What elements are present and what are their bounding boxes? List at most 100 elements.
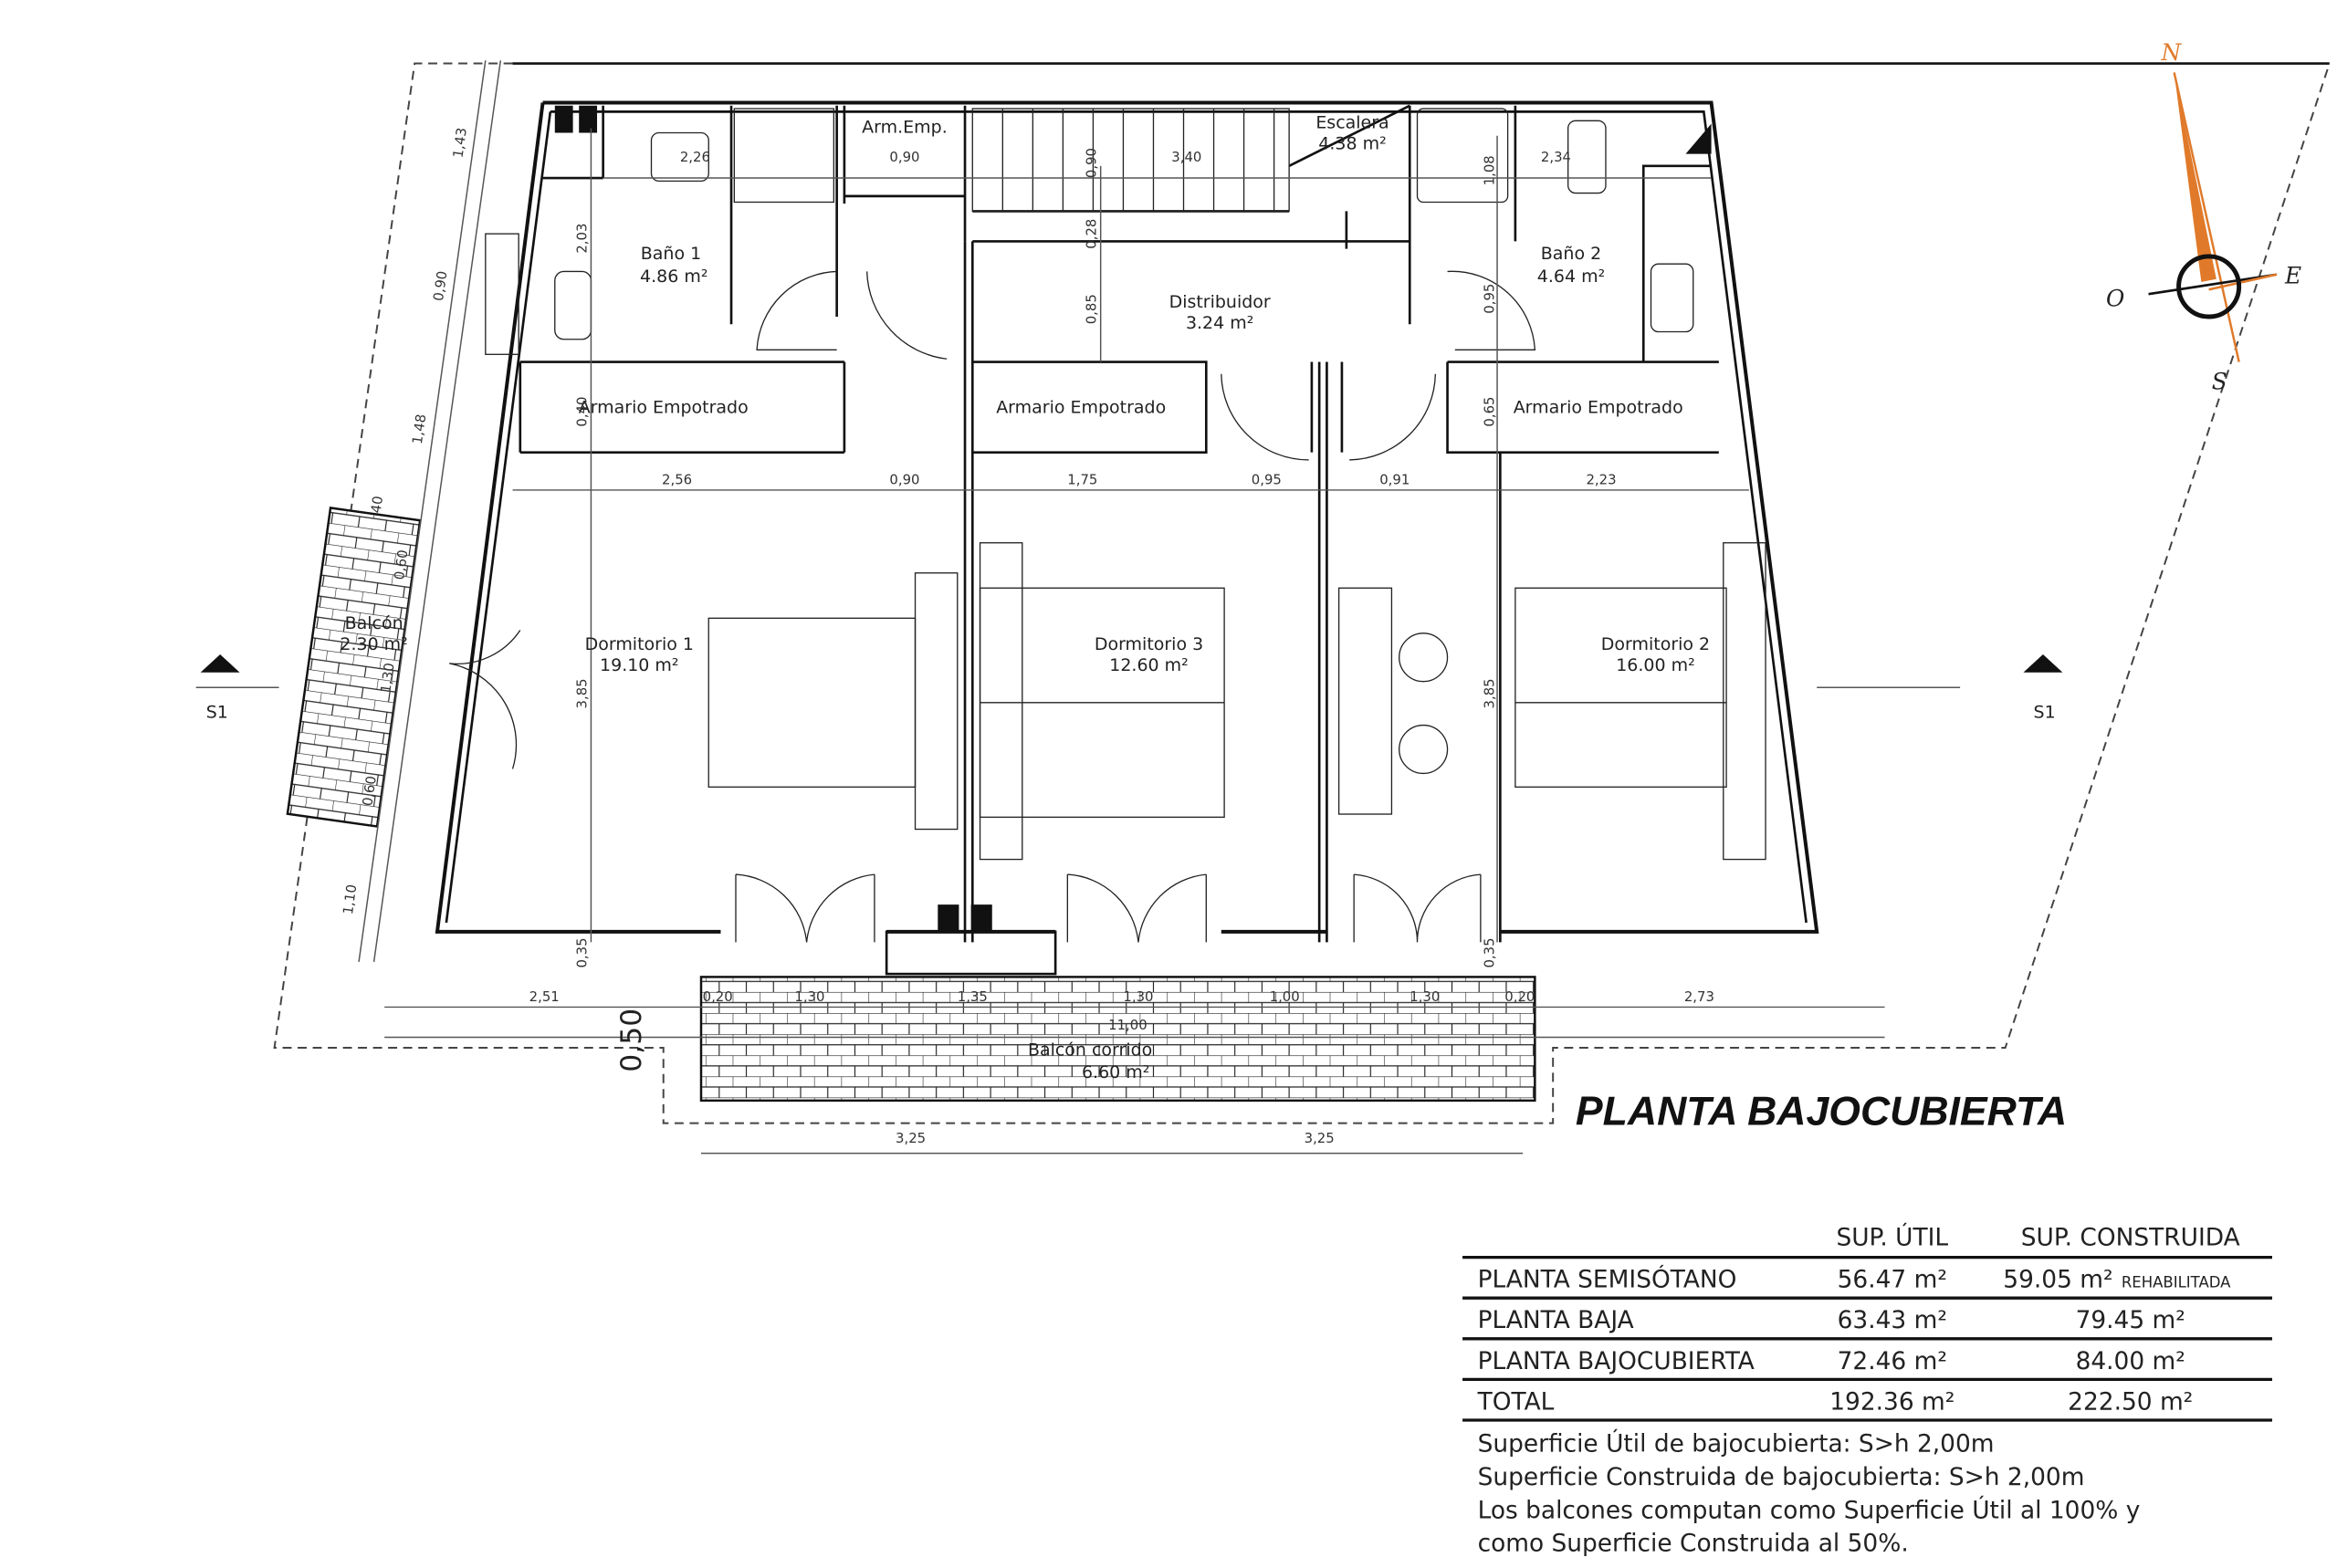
dim-label: 0,90	[1084, 148, 1100, 178]
dim-label: 2,56	[662, 471, 692, 487]
dim-label: 0,28	[1084, 219, 1100, 249]
table-header: SUP. CONSTRUIDA	[2021, 1223, 2240, 1251]
bedroom-furniture	[707, 542, 1766, 861]
row-construida: 59.05 m²	[2003, 1266, 2112, 1294]
dim-label: 2,23	[1586, 471, 1616, 487]
property-boundary	[273, 62, 2331, 1124]
dim-label: 0,95	[1252, 471, 1282, 487]
dim-label: 0,95	[1482, 284, 1498, 314]
side-balcony-paving	[286, 507, 422, 828]
room-area: 2.30 m²	[340, 634, 407, 654]
room-name: Armario Empotrado	[579, 398, 749, 418]
balcony-corrido-paving	[699, 976, 1536, 1103]
compass-n: N	[2160, 39, 2182, 66]
interior-walls	[519, 104, 1719, 943]
room-area: 12.60 m²	[1109, 655, 1189, 675]
room-area: 4.38 m²	[1318, 134, 1386, 154]
compass-o: O	[2106, 285, 2124, 311]
dim-label: 3,25	[1305, 1130, 1335, 1146]
north-compass: N S E O	[2106, 39, 2301, 394]
room-labels: Baño 1 4.86 m² Baño 2 4.64 m² Distribuid…	[340, 113, 1710, 1083]
dim-label: 2,03	[573, 224, 590, 254]
room-area: 16.00 m²	[1616, 655, 1695, 675]
dim-label: 1,30	[1410, 988, 1440, 1005]
dim-label: 2,26	[680, 149, 710, 165]
room-name: Armario Empotrado	[1514, 398, 1683, 418]
table-row: PLANTA BAJOCUBIERTA 72.46 m² 84.00 m²	[1478, 1347, 2185, 1375]
dim-label: 1,30	[1123, 988, 1153, 1005]
room-name: Distribuidor	[1169, 292, 1271, 312]
dim-label: 2,73	[1684, 988, 1714, 1005]
dim-label: 1,43	[450, 127, 470, 159]
room-area: 4.64 m²	[1537, 267, 1605, 287]
dim-label: 0,90	[889, 471, 919, 487]
dim-label: 0,90	[430, 270, 450, 302]
room-name: Baño 2	[1541, 244, 1601, 264]
dim-label: 1,30	[794, 988, 824, 1005]
dim-label: 1,00	[1270, 988, 1300, 1005]
dim-label: 0,60	[359, 775, 379, 807]
compass-s: S	[2212, 368, 2227, 394]
dim-label: 1,48	[409, 413, 429, 445]
row-name: PLANTA BAJA	[1478, 1306, 1634, 1334]
dim-label: 1,75	[1067, 471, 1097, 487]
table-note: Superficie Útil de bajocubierta: S>h 2,0…	[1478, 1429, 1995, 1458]
room-name: Armario Empotrado	[996, 398, 1166, 418]
table-note: Superficie Construida de bajocubierta: S…	[1478, 1463, 2085, 1491]
row-name: PLANTA SEMISÓTANO	[1478, 1265, 1737, 1294]
dimension-labels: 2,26 0,90 3,40 2,34 0,90 1,08 2,03 0,28 …	[340, 127, 1714, 1146]
table-note: Los balcones computan como Superficie Út…	[1478, 1495, 2141, 1524]
section-marker-left: S1	[200, 653, 240, 722]
table-header: SUP. ÚTIL	[1836, 1222, 1948, 1251]
row-util: 72.46 m²	[1838, 1347, 1947, 1375]
dim-label: 0,91	[1379, 471, 1410, 487]
table-row: PLANTA SEMISÓTANO 56.47 m² 59.05 m² REHA…	[1478, 1265, 2232, 1294]
room-area: 19.10 m²	[600, 655, 679, 675]
room-name: Balcón corrido	[1028, 1040, 1152, 1060]
dim-label: 0,60	[391, 549, 411, 580]
table-row: PLANTA BAJA 63.43 m² 79.45 m²	[1478, 1306, 2185, 1334]
exterior-wall-inner	[445, 110, 1808, 924]
section-label: S1	[2034, 702, 2056, 722]
room-name: Dormitorio 2	[1601, 634, 1710, 654]
row-construida: 79.45 m²	[2076, 1306, 2185, 1334]
dim-label: 0,65	[1482, 397, 1498, 427]
dim-label: 0,20	[703, 988, 733, 1005]
room-name: Dormitorio 1	[585, 634, 694, 654]
table-note: como Superficie Construida al 50%.	[1478, 1530, 1909, 1558]
dim-label: 0,20	[1504, 988, 1535, 1005]
row-util: 192.36 m²	[1829, 1387, 1954, 1416]
dimension-lines	[195, 60, 1961, 1155]
plan-title: PLANTA BAJOCUBIERTA	[1576, 1089, 2067, 1134]
dim-label: 3,85	[573, 678, 590, 708]
section-label: S1	[206, 702, 228, 722]
row-note: REHABILITADA	[2122, 1274, 2231, 1291]
section-marker-right: S1	[2023, 653, 2063, 722]
staircase	[971, 108, 1290, 213]
dim-label: 3,40	[1171, 149, 1201, 165]
row-name: TOTAL	[1477, 1387, 1555, 1416]
room-area: 3.24 m²	[1186, 313, 1253, 333]
dim-label: 40	[368, 495, 386, 514]
row-util: 56.47 m²	[1838, 1266, 1947, 1294]
row-construida: 222.50 m²	[2068, 1387, 2193, 1416]
dim-label: 0,35	[1482, 937, 1498, 967]
room-area: 6.60 m²	[1082, 1062, 1149, 1082]
room-name: Baño 1	[641, 244, 701, 264]
dim-label: 0,35	[573, 937, 590, 967]
area-summary-table: SUP. ÚTIL SUP. CONSTRUIDA PLANTA SEMISÓT…	[1462, 1222, 2272, 1558]
dim-label: 0,85	[1084, 294, 1100, 324]
dim-label: 3,85	[1482, 678, 1498, 708]
row-name: PLANTA BAJOCUBIERTA	[1478, 1347, 1755, 1375]
exterior-wall	[435, 100, 1819, 934]
room-name: Dormitorio 3	[1095, 634, 1203, 654]
dim-label: 0,90	[889, 149, 919, 165]
dim-label: 2,51	[529, 988, 560, 1005]
room-name: Arm.Emp.	[862, 118, 948, 138]
dim-label: 1,08	[1482, 155, 1498, 185]
compass-e: E	[2284, 263, 2301, 289]
compass-needle-icon	[2173, 72, 2240, 362]
dim-label: 11,00	[1108, 1017, 1148, 1033]
shafts	[554, 105, 1712, 976]
